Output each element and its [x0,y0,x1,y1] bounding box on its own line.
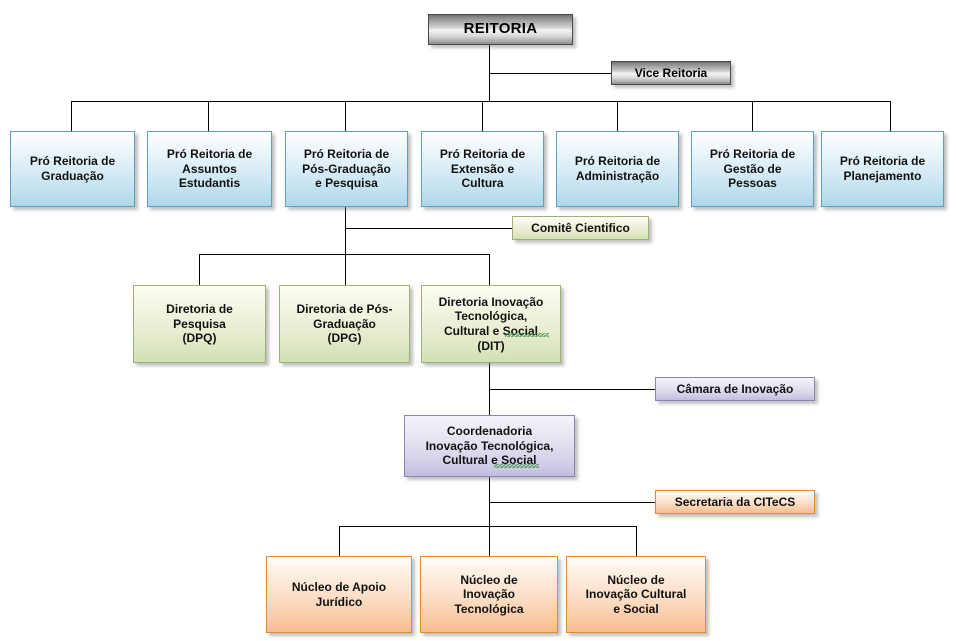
connector-nucleo-drop-2 [489,526,490,556]
connector-nucleo-drop-3 [636,526,637,556]
node-diretoria-pesquisa-label: Diretoria de Pesquisa (DPQ) [166,302,233,346]
connector-nucleo-drop-1 [339,526,340,556]
node-comite-cientifico-label: Comitê Cientifico [531,220,630,235]
node-secretaria-citecs-label: Secretaria da CITeCS [674,494,796,509]
node-pro-reitoria-administracao[interactable]: Pró Reitoria de Administração [556,131,679,207]
connector-drop-6 [752,101,753,131]
node-pro-reitoria-administracao-label: Pró Reitoria de Administração [574,154,661,183]
connector-drop-2 [208,101,209,131]
connector-drop-1 [71,101,72,131]
connector-posgrad-stem [345,207,346,285]
node-pro-reitoria-assuntos-estudantis[interactable]: Pró Reitoria de Assuntos Estudantis [147,131,272,207]
node-pro-reitoria-gestao-pessoas[interactable]: Pró Reitoria de Gestão de Pessoas [691,131,814,207]
node-diretoria-inovacao-tecnologica[interactable]: Diretoria Inovação Tecnológica, Cultural… [421,285,561,363]
connector-diretoria-drop-3 [489,254,490,285]
node-pro-reitoria-planejamento[interactable]: Pró Reitoria de Planejamento [821,131,944,207]
node-coordenadoria-citecs-label: Coordenadoria Inovação Tecnológica, Cult… [425,424,554,468]
node-vice-reitoria[interactable]: Vice Reitoria [611,61,731,85]
connector-secretaria [489,502,655,503]
node-reitoria-label: REITORIA [463,20,538,38]
node-nucleo-inovacao-cultural-social[interactable]: Núcleo de Inovação Cultural e Social [566,556,706,633]
node-pro-reitoria-extensao-cultura[interactable]: Pró Reitoria de Extensão e Cultura [421,131,544,207]
node-coordenadoria-citecs[interactable]: Coordenadoria Inovação Tecnológica, Cult… [404,415,575,477]
node-pro-reitoria-graduacao-label: Pró Reitoria de Graduação [29,154,116,183]
connector-drop-5 [617,101,618,131]
node-vice-reitoria-label: Vice Reitoria [634,65,708,80]
connector-drop-3 [345,101,346,131]
node-reitoria[interactable]: REITORIA [428,14,573,45]
node-nucleo-apoio-juridico[interactable]: Núcleo de Apoio Jurídico [266,556,412,633]
connector-pro-reitoria-bus [71,101,891,102]
connector-drop-4 [482,101,483,131]
connector-comite-cientifico [345,228,512,229]
node-diretoria-pos-graduacao-label: Diretoria de Pós- Graduação (DPG) [296,302,393,346]
node-diretoria-pos-graduacao[interactable]: Diretoria de Pós- Graduação (DPG) [279,285,410,363]
connector-camara-inovacao [489,389,655,390]
spellcheck-underline-dit [505,333,549,337]
node-camara-inovacao[interactable]: Câmara de Inovação [655,377,815,401]
node-diretoria-inovacao-tecnologica-label: Diretoria Inovação Tecnológica, Cultural… [438,294,544,353]
connector-coordenadoria-stem [489,477,490,526]
connector-diretoria-drop-1 [199,254,200,285]
node-nucleo-inovacao-tecnologica[interactable]: Núcleo de Inovação Tecnológica [420,556,558,633]
node-comite-cientifico[interactable]: Comitê Cientifico [512,216,649,240]
node-pro-reitoria-assuntos-estudantis-label: Pró Reitoria de Assuntos Estudantis [166,147,253,191]
node-pro-reitoria-planejamento-label: Pró Reitoria de Planejamento [839,154,926,183]
node-pro-reitoria-extensao-cultura-label: Pró Reitoria de Extensão e Cultura [439,147,526,191]
connector-nucleos-bus [339,526,636,527]
node-secretaria-citecs[interactable]: Secretaria da CITeCS [655,490,815,514]
node-nucleo-inovacao-tecnologica-label: Núcleo de Inovação Tecnológica [454,572,524,616]
node-pro-reitoria-gestao-pessoas-label: Pró Reitoria de Gestão de Pessoas [709,147,796,191]
node-pro-reitoria-pos-graduacao-pesquisa-label: Pró Reitoria de Pós-Graduação e Pesquisa [302,147,391,191]
node-nucleo-apoio-juridico-label: Núcleo de Apoio Jurídico [291,579,387,609]
node-diretoria-pesquisa[interactable]: Diretoria de Pesquisa (DPQ) [133,285,266,363]
connector-drop-7 [890,101,891,131]
spellcheck-underline-coordenadoria [494,464,539,468]
node-nucleo-inovacao-cultural-social-label: Núcleo de Inovação Cultural e Social [585,572,687,616]
node-pro-reitoria-graduacao[interactable]: Pró Reitoria de Graduação [10,131,135,207]
connector-vice-reitoria [489,73,611,74]
node-camara-inovacao-label: Câmara de Inovação [676,381,794,396]
node-pro-reitoria-pos-graduacao-pesquisa[interactable]: Pró Reitoria de Pós-Graduação e Pesquisa [285,131,408,207]
connector-diretorias-bus [199,254,490,255]
